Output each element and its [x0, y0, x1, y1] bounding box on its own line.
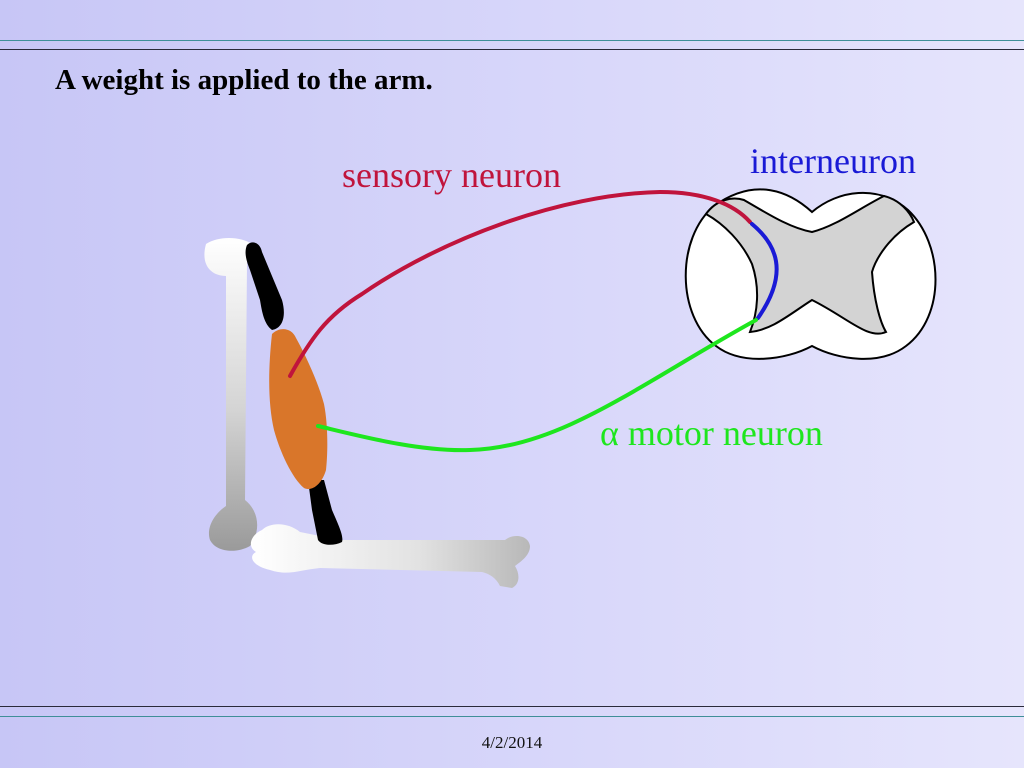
spinal-cord-cross-section — [684, 188, 937, 360]
interneuron-label: interneuron — [750, 141, 916, 181]
top-rule-dark — [0, 49, 1024, 50]
upper-arm-bone — [204, 238, 258, 551]
lower-tendon — [308, 480, 343, 545]
forearm-bone — [250, 524, 531, 588]
top-rule-teal — [0, 40, 1024, 41]
motor-neuron-label: α motor neuron — [600, 413, 823, 453]
biceps-muscle — [269, 329, 328, 490]
bottom-rule-dark — [0, 706, 1024, 707]
bottom-rule-teal — [0, 716, 1024, 717]
sensory-neuron-label: sensory neuron — [342, 155, 561, 195]
upper-tendon — [245, 242, 284, 330]
footer-date: 4/2/2014 — [481, 733, 543, 752]
slide-title: A weight is applied to the arm. — [55, 64, 433, 96]
interneuron-path — [750, 222, 779, 320]
sensory-neuron-path — [288, 189, 752, 378]
motor-neuron-path — [316, 318, 758, 453]
